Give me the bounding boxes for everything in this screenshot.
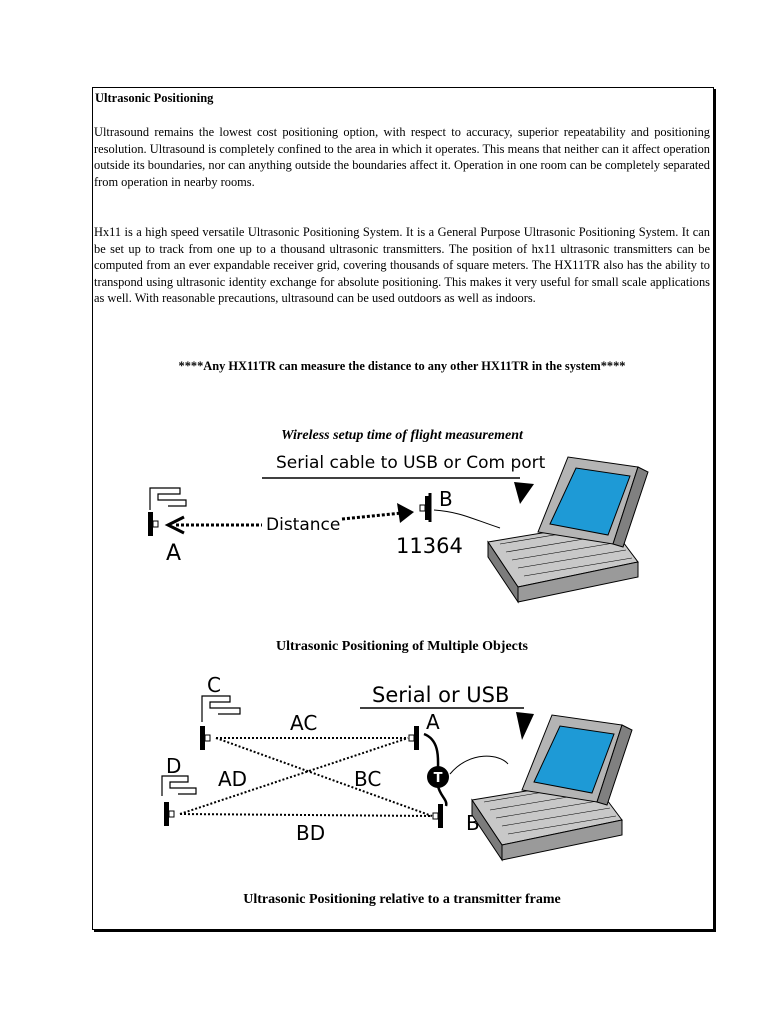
banner-text: ****Any HX11TR can measure the distance … xyxy=(178,359,626,373)
distance-label: Distance xyxy=(266,515,340,535)
sensor-a2 xyxy=(408,725,420,751)
sensor-a xyxy=(147,487,187,537)
node-a-label: A xyxy=(166,541,181,566)
document-frame xyxy=(92,87,714,930)
document-title: Ultrasonic Positioning xyxy=(95,91,214,105)
wire-hub-b xyxy=(436,785,448,807)
sensor-b2 xyxy=(432,803,444,829)
cable-label: Serial cable to USB or Com port xyxy=(276,453,546,473)
distance-bd-label: BD xyxy=(296,821,325,845)
laptop-icon-2 xyxy=(471,714,633,861)
figure1-diagram: Serial cable to USB or Com port A Distan… xyxy=(147,453,649,603)
wire-hub-laptop xyxy=(449,755,509,775)
serial-usb-arrow xyxy=(516,712,534,740)
distance-ac-label: AC xyxy=(290,711,317,735)
hub-label: T xyxy=(434,771,443,786)
sensor-c xyxy=(199,695,241,751)
figure2-caption: Ultrasonic Positioning of Multiple Objec… xyxy=(276,639,528,654)
distance-ad-label: AD xyxy=(218,767,247,791)
cable-wire xyxy=(433,509,501,529)
node-a2-label: A xyxy=(426,710,440,734)
figure1-caption: Wireless setup time of flight measuremen… xyxy=(281,428,523,443)
figure2-bottom-caption: Ultrasonic Positioning relative to a tra… xyxy=(243,892,561,907)
node-d-label: D xyxy=(166,754,181,778)
serial-usb-label: Serial or USB xyxy=(372,683,509,707)
reading-value: 11364 xyxy=(396,534,463,558)
node-b-label: B xyxy=(439,487,453,511)
arrowhead-right xyxy=(397,503,414,523)
distance-lines xyxy=(179,737,433,817)
node-c-label: C xyxy=(207,673,221,697)
paragraph-intro: Ultrasound remains the lowest cost posit… xyxy=(94,125,710,189)
arrowhead-left xyxy=(164,515,185,535)
distance-dotted-right xyxy=(341,511,403,521)
wire-a-hub xyxy=(423,732,440,769)
transmitter-hub-icon: T xyxy=(427,766,449,788)
sensor-b xyxy=(419,493,432,522)
paragraph-hx11: Hx11 is a high speed versatile Ultrasoni… xyxy=(94,225,710,306)
sensor-d xyxy=(161,775,197,827)
distance-bc-label: BC xyxy=(354,767,381,791)
cable-arrow xyxy=(514,482,534,504)
figure2-diagram: Serial or USB C D A B AC AD BC BD xyxy=(161,673,633,861)
